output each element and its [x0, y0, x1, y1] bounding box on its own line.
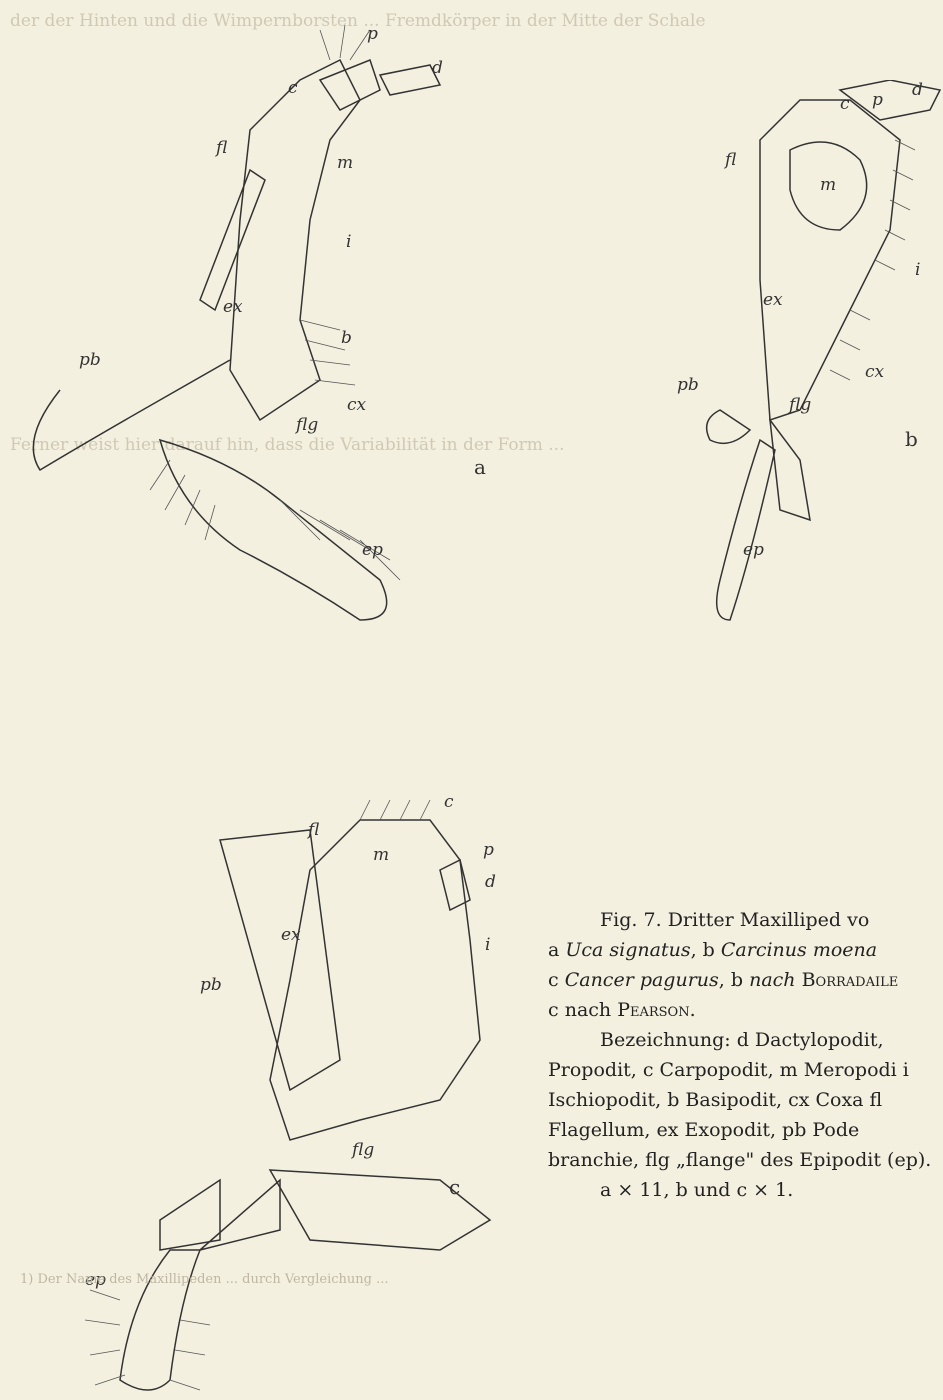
label-a-m: m	[337, 153, 353, 173]
label-c-pb: pb	[200, 975, 222, 995]
label-c-i: i	[485, 935, 490, 955]
caption-species-line-2: c Cancer pagurus, b nach Borradaile	[548, 965, 940, 995]
label-c-c: c	[444, 792, 454, 812]
label-c-ex: ex	[281, 925, 301, 945]
caption-figure-number: Fig. 7.	[600, 909, 662, 931]
label-b-p: p	[872, 90, 883, 110]
label-b-fl: fl	[725, 150, 736, 170]
label-b-d: d	[912, 80, 923, 100]
label-a-i: i	[346, 232, 351, 252]
figure-c-drawing	[60, 780, 500, 1400]
figure-a-drawing	[0, 20, 470, 660]
panel-label-c: c	[449, 1175, 460, 1199]
caption-title: Dritter Maxilliped vo	[668, 909, 870, 931]
caption-legend: Bezeichnung: d Dactylopodit, Propodit, c…	[548, 1025, 940, 1175]
caption-species-line-3: c nach Pearson.	[548, 995, 940, 1025]
label-a-pb: pb	[79, 350, 101, 370]
caption-title-line: Fig. 7. Dritter Maxilliped vo	[548, 905, 940, 935]
label-a-ep: ep	[362, 540, 383, 560]
label-b-c: c	[840, 94, 850, 114]
label-b-i: i	[915, 260, 920, 280]
label-a-cx: cx	[347, 395, 366, 415]
label-b-ex: ex	[763, 290, 783, 310]
label-a-d: d	[432, 58, 443, 78]
label-a-p: p	[367, 24, 378, 44]
label-c-p: p	[483, 840, 494, 860]
label-b-pb: pb	[677, 375, 699, 395]
caption-magnification: a × 11, b und c × 1.	[548, 1175, 940, 1205]
label-a-fl: fl	[216, 138, 227, 158]
label-c-m: m	[373, 845, 389, 865]
label-a-flg: flg	[296, 415, 318, 435]
label-a-ex: ex	[223, 297, 243, 317]
label-c-d: d	[485, 872, 496, 892]
panel-label-a: a	[474, 455, 486, 479]
figure-b-drawing	[690, 80, 943, 680]
footnote-text: 1) Der Name des Maxillipeden ... durch V…	[20, 1270, 930, 1289]
label-b-cx: cx	[865, 362, 884, 382]
label-b-ep: ep	[743, 540, 764, 560]
label-c-flg: flg	[352, 1140, 374, 1160]
label-c-fl: fl	[308, 820, 319, 840]
label-a-c: c	[288, 78, 298, 98]
label-b-m: m	[820, 175, 836, 195]
label-a-b: b	[341, 328, 352, 348]
label-b-flg: flg	[789, 395, 811, 415]
panel-label-b: b	[905, 427, 918, 451]
figure-caption: Fig. 7. Dritter Maxilliped vo a Uca sign…	[548, 905, 940, 1205]
caption-species-line-1: a Uca signatus, b Carcinus moena	[548, 935, 940, 965]
